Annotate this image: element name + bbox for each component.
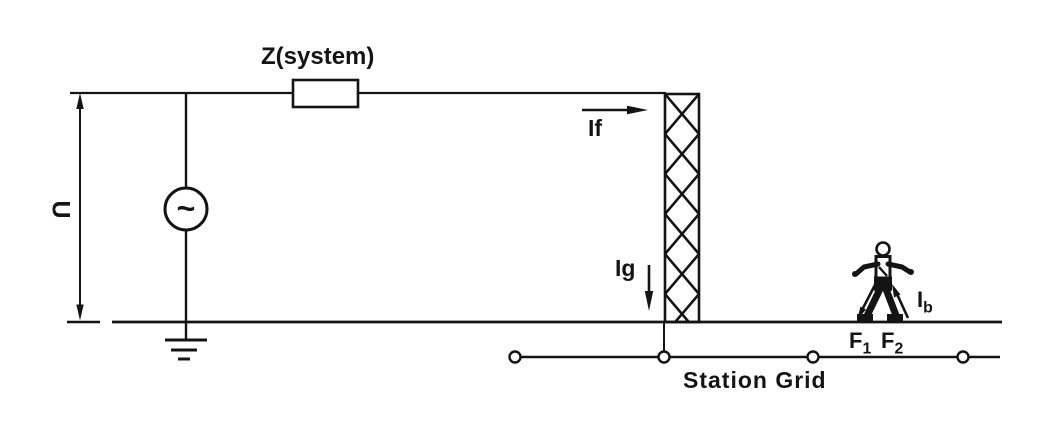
station-grid (508, 322, 1000, 364)
earth-ground-icon (165, 338, 207, 361)
body-current-label: Ib (917, 287, 933, 317)
body-current-arrow-left (857, 282, 878, 320)
person-arm-left (853, 261, 881, 277)
fault-current-arrow (582, 105, 648, 115)
grid-node (956, 350, 970, 364)
person-leg-left (862, 287, 884, 320)
impedance-box (291, 78, 360, 109)
source-circle (163, 186, 209, 232)
arrowhead-up-icon (76, 93, 84, 109)
grid-current-label: Ig (615, 255, 636, 281)
impedance-label: Z(system) (261, 43, 375, 70)
arrowhead-right-icon (627, 105, 648, 115)
arrowhead-down-icon (76, 304, 84, 321)
voltage-label: U (46, 200, 75, 219)
person-leg-right (882, 287, 901, 320)
arrowhead-down-icon (644, 291, 654, 311)
body-current-arrow-right (892, 284, 910, 319)
grid-node (806, 350, 820, 364)
arrowhead-icon (892, 284, 901, 298)
circuit-wires (67, 91, 1002, 340)
grid-node (508, 350, 522, 364)
fault-structure-tower (663, 92, 701, 324)
arrowhead-icon (857, 306, 866, 320)
person-foot-left (857, 314, 873, 322)
grid-current-arrow (644, 265, 654, 311)
person-foot-right (887, 314, 903, 322)
fault-current-label: If (588, 115, 603, 141)
person-hips (874, 276, 892, 291)
person-head (875, 241, 891, 257)
person-figure (852, 241, 914, 322)
voltage-dimension-arrow (76, 93, 84, 321)
station-grid-label: Station Grid (683, 367, 827, 393)
grid-node (657, 350, 671, 364)
foot-contact-2-label: F2 (881, 328, 904, 358)
person-arm-right (885, 261, 913, 275)
ac-tilde-icon: ~ (176, 190, 196, 226)
foot-contact-1-label: F1 (849, 328, 872, 358)
ac-voltage-source (163, 186, 209, 232)
